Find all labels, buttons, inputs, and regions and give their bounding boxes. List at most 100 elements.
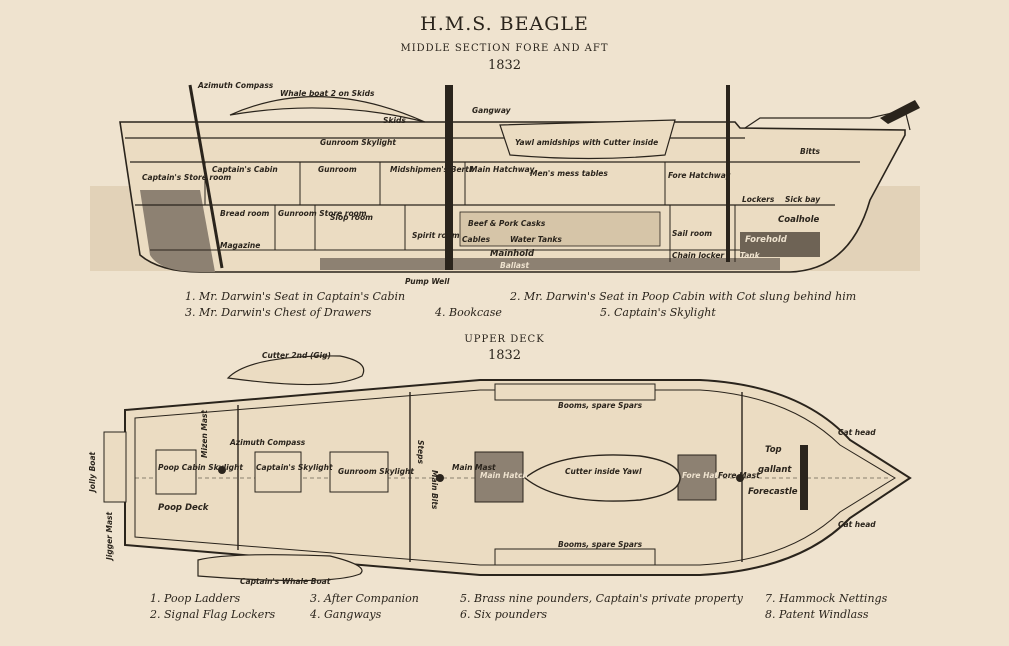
bowsprit: [880, 100, 920, 124]
label-booms-top: Booms, spare Spars: [558, 401, 643, 410]
poop-cabin-skylight: [155, 449, 197, 495]
legend-item: 6. Six pounders: [460, 608, 548, 621]
fore-mast-dot: [736, 474, 744, 482]
label-azimuth-compass-deck: Azimuth Compass: [229, 438, 306, 447]
legend-item: 2. Signal Flag Lockers: [150, 608, 276, 621]
label-yawl: Yawl amidships with Cutter inside: [515, 138, 658, 147]
legend-item: 8. Patent Windlass: [765, 608, 869, 621]
label-bread-room: Bread room: [220, 209, 270, 218]
mizen-mast-dot: [218, 466, 226, 474]
label-jigger-mast: Jigger Mast: [105, 512, 114, 562]
captains-skylight: [254, 451, 302, 493]
captains-whale-boat: [197, 554, 363, 582]
casks-block: [459, 211, 661, 247]
label-cat-head-bottom: Cat head: [838, 520, 876, 529]
label-lockers: Lockers: [742, 195, 775, 204]
stern-shading: [140, 190, 215, 272]
label-captains-whale-boat: Captain's Whale Boat: [240, 577, 331, 586]
upper-deck-year: 1832: [487, 348, 522, 363]
label-poop-cabin-skylight: Poop Cabin Skylight: [158, 463, 243, 472]
label-mainhold: Mainhold: [490, 249, 535, 259]
label-cutter-gig: Cutter 2nd (Gig): [262, 351, 331, 360]
label-sickbay: Sick bay: [785, 195, 821, 204]
label-coalhole: Coalhole: [778, 215, 820, 225]
label-gallant: gallant: [758, 465, 792, 475]
label-forehold: Forehold: [745, 235, 788, 245]
label-cat-head-top: Cat head: [838, 428, 876, 437]
label-captains-skylight: Captain's Skylight: [256, 463, 333, 472]
legend-item: 3. After Companion: [310, 592, 419, 605]
label-gunroom: Gunroom: [318, 165, 357, 174]
label-gunroom-store: Gunroom Store room: [278, 209, 367, 218]
label-top: Top: [765, 445, 782, 455]
legend-item: 4. Gangways: [310, 608, 382, 621]
forecastle-rail: [744, 109, 911, 131]
label-beef-pork: Beef & Pork Casks: [468, 219, 546, 228]
label-main-hatchway: Main Hatchway: [470, 165, 536, 174]
ballast-band: [320, 258, 780, 270]
label-slop-room: Slop room: [330, 213, 373, 222]
upper-deck-title: UPPER DECK: [464, 334, 545, 345]
label-cables: Cables: [462, 235, 491, 244]
label-poop-deck: Poop Deck: [158, 503, 210, 513]
legend-item: 5. Brass nine pounders, Captain's privat…: [460, 592, 743, 605]
label-gunroom-skylight-deck: Gunroom Skylight: [338, 467, 414, 476]
label-gangway: Gangway: [472, 106, 512, 115]
label-main-bits: Main Bits: [430, 470, 439, 510]
mizen-mast: [188, 84, 224, 269]
label-skids: Skids: [383, 116, 406, 125]
whale-boat: [229, 96, 426, 123]
label-booms-bottom: Booms, spare Spars: [558, 540, 643, 549]
label-gunroom-skylight: Gunroom Skylight: [320, 138, 396, 147]
label-cutter-inside-yawl: Cutter inside Yawl: [565, 467, 642, 476]
main-hatch: [474, 451, 524, 503]
label-fore-hatch: Fore Hatch: [682, 471, 728, 480]
label-whale-boat: Whale boat 2 on Skids: [280, 89, 375, 98]
cutter-gig: [226, 355, 365, 386]
label-mens-mess: Men's mess tables: [530, 169, 608, 178]
yawl-amidships: [499, 119, 676, 160]
jolly-boat: [103, 431, 127, 503]
label-jolly-boat: Jolly Boat: [88, 451, 97, 494]
label-azimuth-compass: Azimuth Compass: [197, 81, 274, 90]
hull-section: [119, 121, 906, 273]
plate-title: H.M.S. BEAGLE: [420, 13, 589, 35]
label-captains-store: Captain's Store room: [142, 173, 231, 182]
plate-subtitle: MIDDLE SECTION FORE AND AFT: [400, 43, 609, 54]
gunroom-skylight: [329, 451, 389, 493]
label-main-mast-deck: Main Mast: [452, 463, 496, 472]
label-water-tanks: Water Tanks: [510, 235, 562, 244]
label-sail-room: Sail room: [672, 229, 712, 238]
plate-year: 1832: [487, 58, 522, 73]
legend-item: 2. Mr. Darwin's Seat in Poop Cabin with …: [510, 290, 857, 303]
label-fore-mast-deck: Fore Mast: [718, 471, 760, 480]
yawl-boat: [523, 454, 681, 502]
legend-item: 1. Mr. Darwin's Seat in Captain's Cabin: [185, 290, 406, 303]
legend-item: 5. Captain's Skylight: [600, 306, 716, 319]
label-tank: Tank: [740, 251, 761, 260]
label-ballast: Ballast: [500, 261, 529, 270]
forehold-shading: [740, 232, 820, 257]
main-mast: [445, 85, 453, 270]
booms-bottom: [494, 548, 656, 566]
label-fore-hatchway: Fore Hatchway: [668, 171, 732, 180]
label-forecastle: Forecastle: [748, 487, 798, 497]
legend-item: 4. Bookcase: [435, 306, 502, 319]
main-mast-dot: [436, 474, 444, 482]
booms-top: [494, 383, 656, 401]
windlass: [800, 445, 808, 510]
label-main-hatch: Main Hatch: [480, 471, 528, 480]
label-mizen-mast: Mizen Mast: [200, 410, 209, 458]
legend-item: 3. Mr. Darwin's Chest of Drawers: [185, 306, 372, 319]
label-spirit-room: Spirit room: [412, 231, 460, 240]
label-captains-cabin: Captain's Cabin: [212, 165, 278, 174]
label-magazine: Magazine: [220, 241, 260, 250]
legend-item: 7. Hammock Nettings: [765, 592, 888, 605]
legend-item: 1. Poop Ladders: [150, 592, 241, 605]
label-pump-well: Pump Well: [405, 277, 450, 286]
fore-hatch: [677, 454, 717, 501]
label-steps: Steps: [416, 440, 425, 464]
